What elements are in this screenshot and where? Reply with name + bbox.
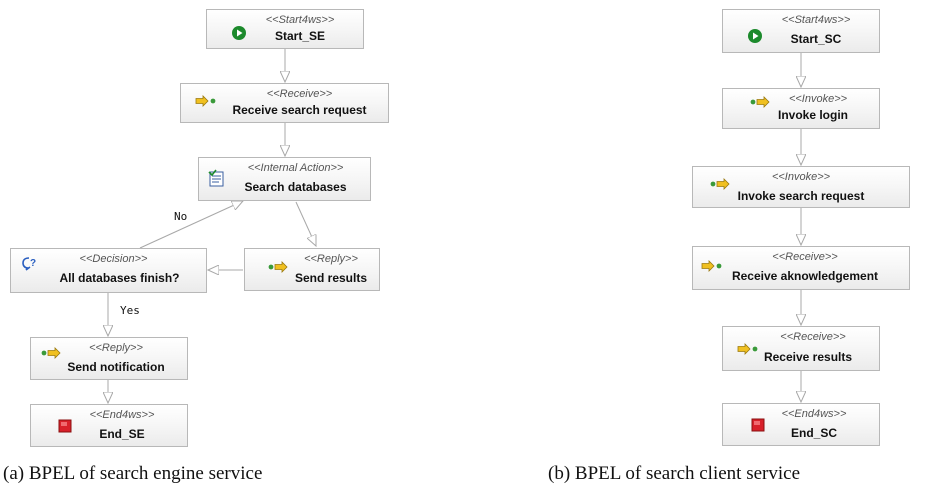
node-stereotype: <<Invoke>> <box>788 93 848 105</box>
receive-arrow-icon <box>195 95 216 107</box>
node-stereotype: <<Reply>> <box>89 342 143 354</box>
node-name: Start_SE <box>274 29 326 43</box>
reply-arrow-icon <box>41 347 61 359</box>
node-name: Receive search request <box>232 103 367 117</box>
node-stereotype: <<End4ws>> <box>781 408 847 420</box>
node-reply-send-results[interactable]: <<Reply>> Send results <box>244 248 380 291</box>
node-stereotype: <<Reply>> <box>304 253 358 265</box>
node-end-sc[interactable]: <<End4ws>> End_SC <box>722 403 880 446</box>
node-reply-send-notification[interactable]: <<Reply>> Send notification <box>30 337 188 380</box>
node-start-sc[interactable]: <<Start4ws>> Start_SC <box>722 9 880 53</box>
node-invoke-login[interactable]: <<Invoke>> Invoke login <box>722 88 880 129</box>
node-stereotype: <<Decision>> <box>79 253 148 265</box>
node-invoke-search-request[interactable]: <<Invoke>> Invoke search request <box>692 166 910 208</box>
invoke-arrow-icon <box>710 178 730 190</box>
node-name: Send results <box>294 271 368 285</box>
end-icon <box>751 418 765 432</box>
caption-b: (b) BPEL of search client service <box>548 463 801 484</box>
end-icon <box>58 419 72 433</box>
internal-action-icon <box>208 169 224 187</box>
node-receive-results[interactable]: <<Receive>> Receive results <box>722 326 880 371</box>
node-end-se[interactable]: <<End4ws>> End_SE <box>30 404 188 447</box>
node-stereotype: <<Start4ws>> <box>265 14 335 26</box>
edge-label-no: No <box>174 210 188 223</box>
node-name: End_SE <box>99 427 145 441</box>
receive-arrow-icon <box>737 343 758 355</box>
node-stereotype: <<Receive>> <box>780 331 846 343</box>
reply-arrow-icon <box>268 261 288 273</box>
invoke-arrow-icon <box>750 96 770 108</box>
node-stereotype: <<Internal Action>> <box>247 162 344 174</box>
node-stereotype: <<Invoke>> <box>771 171 831 183</box>
node-name: Receive aknowledgement <box>731 269 879 283</box>
node-search-databases[interactable]: <<Internal Action>> Search databases <box>198 157 371 201</box>
edge-search-to-reply <box>295 201 316 246</box>
node-stereotype: <<Start4ws>> <box>781 14 851 26</box>
caption-a: (a) BPEL of search engine service <box>3 463 263 484</box>
node-name: All databases finish? <box>59 271 180 285</box>
node-start-se[interactable]: <<Start4ws>> Start_SE <box>206 9 364 49</box>
node-name: Invoke login <box>777 108 848 122</box>
node-stereotype: <<Receive>> <box>772 251 838 263</box>
start-icon <box>232 26 246 40</box>
node-receive-aknowledgement[interactable]: <<Receive>> Receive aknowledgement <box>692 246 910 290</box>
node-name: End_SC <box>790 426 837 440</box>
decision-icon: ? <box>22 257 36 271</box>
node-name: Send notification <box>67 360 165 374</box>
node-stereotype: <<End4ws>> <box>89 409 155 421</box>
edge-decision-to-search-no <box>139 201 243 249</box>
node-name: Start_SC <box>790 32 842 46</box>
receive-arrow-icon <box>701 260 722 272</box>
node-stereotype: <<Receive>> <box>266 88 333 100</box>
edge-label-yes: Yes <box>120 304 140 317</box>
svg-text:?: ? <box>30 258 36 269</box>
node-name: Receive results <box>763 350 853 364</box>
node-name: Invoke search request <box>737 189 865 203</box>
node-decision-all-databases-finish[interactable]: ? <<Decision>> All databases finish? <box>10 248 207 293</box>
node-receive-search-request[interactable]: <<Receive>> Receive search request <box>180 83 389 123</box>
node-name: Search databases <box>244 180 347 194</box>
start-icon <box>748 29 762 43</box>
